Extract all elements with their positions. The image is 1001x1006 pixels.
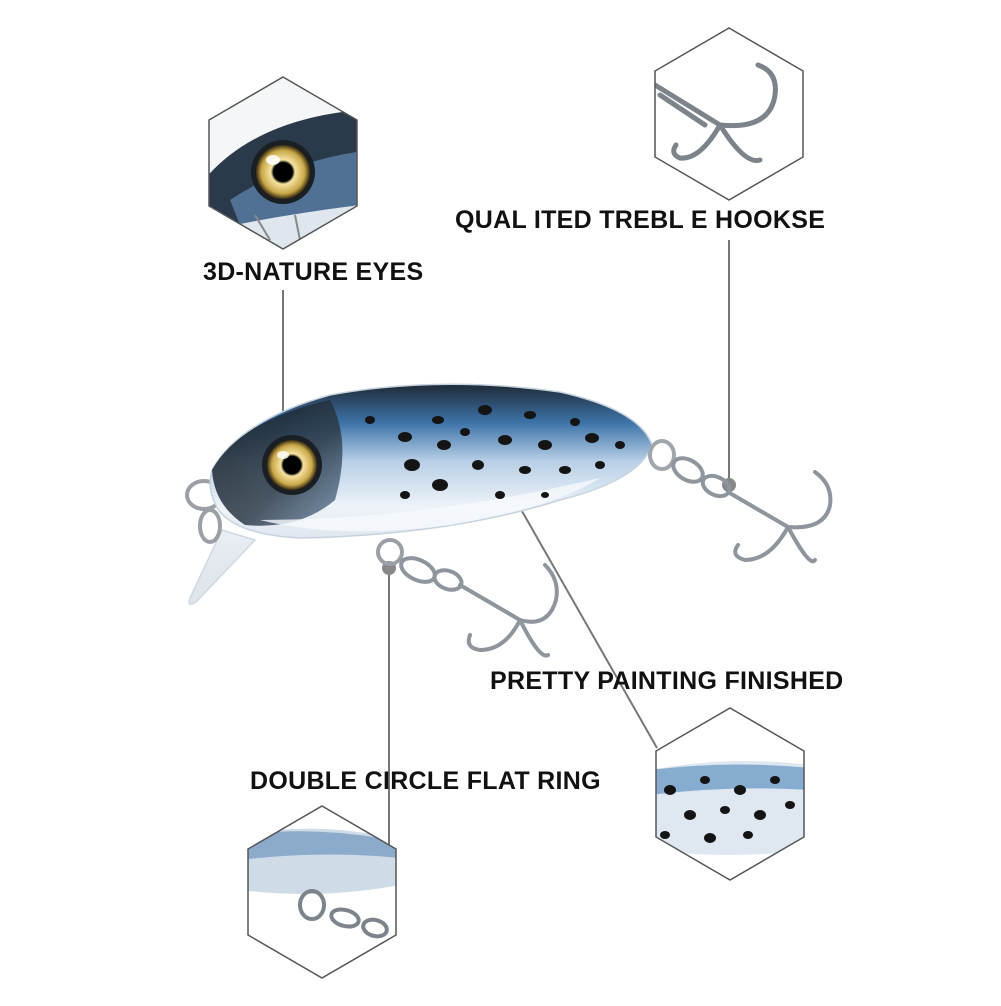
painting-inset: [655, 707, 805, 881]
eyes-inset: [208, 76, 358, 250]
fishing-lure: [185, 383, 833, 658]
tail-treble-hook: [671, 456, 833, 564]
lure-belly: [260, 478, 600, 532]
lure-eye: [262, 435, 322, 495]
diving-lip: [188, 529, 257, 605]
painting-label: PRETTY PAINTING FINISHED: [490, 667, 844, 695]
lure-spots: [365, 405, 625, 499]
belly-treble-hook: [399, 556, 559, 658]
belly-eyelet: [376, 538, 404, 566]
hooks-inset: [654, 27, 804, 201]
ring-inset: [247, 805, 397, 979]
ring-label: DOUBLE CIRCLE FLAT RING: [250, 767, 601, 795]
tail-eyelet: [648, 439, 676, 471]
eyes-label: 3D-NATURE EYES: [203, 258, 424, 286]
hooks-label: QUAL ITED TREBL E HOOKSE: [455, 206, 826, 234]
